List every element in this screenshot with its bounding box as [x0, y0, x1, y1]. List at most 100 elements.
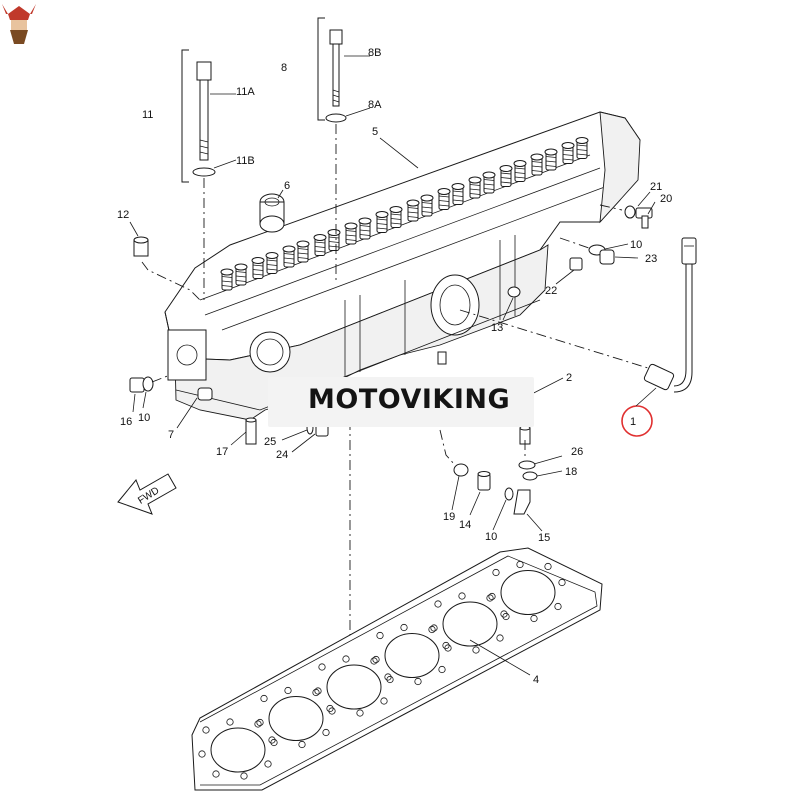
elbow-15 [513, 489, 531, 515]
head-gasket [191, 547, 603, 791]
gasket-bolt-hole [438, 665, 446, 674]
valve-retainer [358, 217, 372, 225]
valve-retainer [344, 222, 358, 230]
washer-11b [192, 167, 216, 177]
gasket-bolt-hole [380, 697, 388, 705]
gasket-bolt-hole [502, 612, 510, 621]
oring-10-lower [504, 487, 514, 501]
callout-18: 18 [565, 466, 577, 478]
washer-8a [325, 113, 347, 123]
gasket-bolt-hole [202, 726, 210, 734]
fitting-20 [641, 215, 649, 229]
callout-4: 4 [533, 674, 539, 686]
callout-21: 21 [650, 181, 662, 193]
gasket-bolt-hole [414, 677, 422, 686]
sensor-harness [673, 264, 687, 387]
callout-19: 19 [443, 511, 455, 523]
gasket-bolt-hole [284, 686, 292, 695]
gasket-bolt-hole [434, 600, 442, 608]
sleeve-6 [259, 193, 285, 233]
watermark-band [268, 377, 534, 427]
valve-retainer [420, 194, 434, 202]
callout-8b: 8B [368, 47, 381, 59]
thermostat-flange [167, 329, 207, 381]
callout-8a: 8A [368, 99, 382, 111]
gasket-bolt-hole [486, 594, 494, 602]
valve-retainer [375, 211, 389, 218]
gasket-cylinder-bore [500, 570, 556, 615]
gasket-bolt-hole [372, 655, 380, 664]
callout-8: 8 [281, 62, 287, 74]
callout-24: 24 [276, 449, 288, 461]
plug-13 [507, 286, 521, 298]
gasket-bolt-hole [400, 623, 408, 632]
bracket-8 [317, 17, 325, 121]
callout-23: 23 [645, 253, 657, 265]
gasket-bolt-hole [318, 663, 326, 671]
valve-retainer [406, 199, 420, 207]
fitting-17 [245, 417, 257, 445]
gasket-cylinder-bore [326, 664, 382, 710]
callout-11: 11 [142, 109, 153, 121]
gasket-bolt-hole [260, 694, 268, 703]
head-bolt-8 [325, 29, 347, 280]
valve-retainer [220, 268, 234, 276]
gasket-bolt-hole [268, 736, 276, 744]
plug-16 [129, 374, 171, 393]
gasket-bolt-hole [240, 772, 248, 780]
oring-18 [518, 460, 538, 481]
gasket-bolt-hole [492, 568, 500, 577]
leader-lines [129, 55, 657, 676]
gasket-cylinder-bore [210, 727, 266, 773]
gasket-bolt-hole [376, 631, 384, 640]
callout-10-right: 10 [630, 239, 642, 251]
valve-retainer [451, 183, 465, 190]
gasket-bolt-hole [198, 750, 206, 758]
highlight-circle [621, 405, 653, 437]
valve-retainer [513, 160, 527, 167]
gasket-bolt-hole [428, 625, 436, 634]
callout-10-left: 10 [138, 412, 150, 424]
valve-retainer [251, 257, 265, 264]
valve-retainer [482, 171, 496, 179]
valve-retainer [468, 176, 482, 184]
callout-10-lower: 10 [485, 531, 497, 543]
gasket-bolt-hole [444, 644, 452, 652]
oring-19 [439, 429, 469, 477]
fwd-arrow-icon: FWD [117, 473, 177, 515]
valve-retainer [313, 234, 327, 241]
fitting-26 [519, 425, 531, 460]
stud-2-top [437, 351, 447, 365]
callout-20: 20 [660, 193, 672, 205]
gasket-bolt-hole [442, 641, 450, 650]
callout-16: 16 [120, 416, 132, 428]
callout-1: 1 [630, 416, 636, 428]
gasket-bolt-hole [496, 634, 504, 642]
gasket-bolt-hole [254, 720, 262, 728]
callout-26: 26 [571, 446, 583, 458]
plug-7 [197, 387, 213, 401]
gasket-cylinder-bore [384, 633, 440, 678]
side-port [430, 274, 480, 336]
bracket-11 [181, 49, 189, 183]
callout-11b: 11B [236, 155, 255, 167]
gasket-bolt-hole [264, 760, 272, 768]
callout-17: 17 [216, 446, 228, 458]
gasket-bolt-hole [384, 673, 392, 681]
valve-retainer [544, 148, 558, 156]
gasket-bolt-hole [212, 770, 220, 778]
gasket-cylinder-bore [442, 601, 498, 647]
gasket-bolt-hole [356, 709, 364, 717]
callout-7: 7 [168, 429, 174, 441]
gasket-bolt-hole [558, 578, 566, 587]
plug-22 [569, 257, 583, 271]
callout-5: 5 [372, 126, 378, 138]
valve-retainer [499, 165, 513, 172]
gasket-cylinder-bore [268, 696, 324, 741]
callout-labels: 1 2 4 5 6 7 8 8A 8B 10 10 10 11 11A 11B … [117, 47, 672, 686]
valve-retainer [561, 142, 575, 149]
callout-15: 15 [538, 532, 550, 544]
callout-13: 13 [491, 322, 503, 334]
sensor-body [643, 363, 675, 391]
callout-12: 12 [117, 209, 129, 221]
